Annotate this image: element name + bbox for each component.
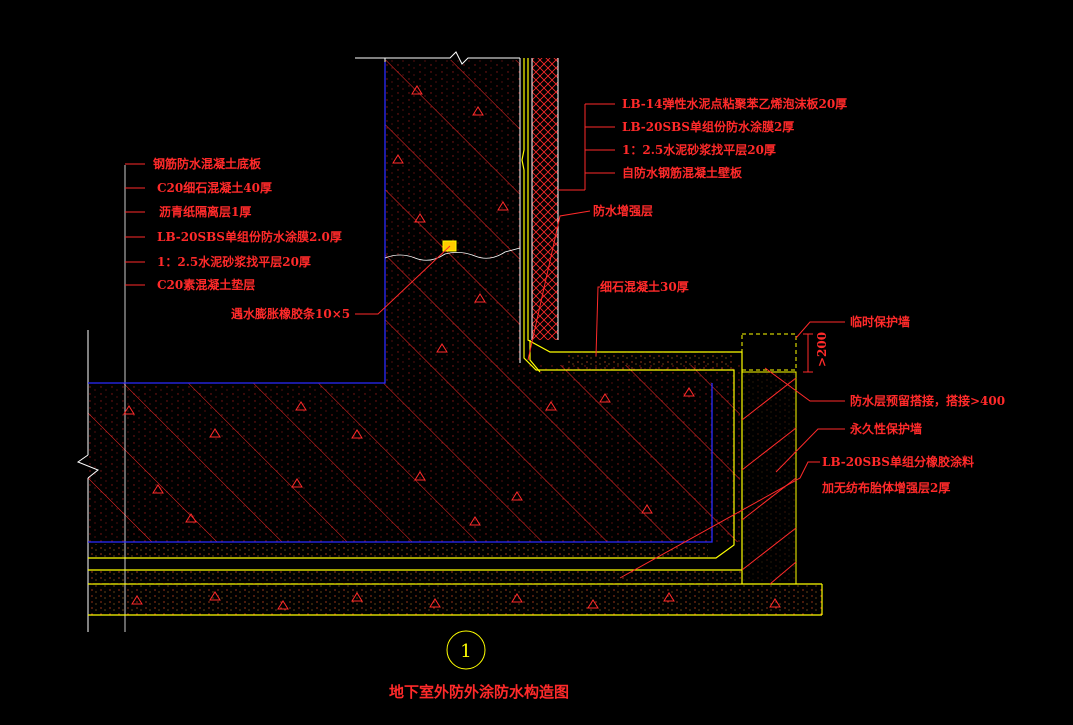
label-sbs-membrane-wall: LB-20SBS单组份防水涂膜2厚 xyxy=(622,119,794,134)
label-overlap: 防水层预留搭接，搭接>400 xyxy=(850,393,1005,408)
cushion-layer xyxy=(88,585,822,615)
fine-concrete-layer xyxy=(566,352,734,370)
concrete-body xyxy=(88,60,740,542)
cushion-aggregate xyxy=(131,591,781,610)
bedding-layer xyxy=(88,570,742,584)
label-fine-concrete-40: C20细石混凝土40厚 xyxy=(157,180,272,195)
leader-lines xyxy=(125,103,845,579)
label-sbs-membrane-floor: LB-20SBS单组份防水涂膜2.0厚 xyxy=(157,229,342,244)
label-water-stop: 遇水膨胀橡胶条10×5 xyxy=(231,306,350,321)
label-screed-floor: 1：2.5水泥砂浆找平层20厚 xyxy=(157,254,311,269)
detail-bubble: 1 xyxy=(446,630,486,670)
label-nonwoven-layer: 加无纺布胎体增强层2厚 xyxy=(821,480,950,495)
insulation-board xyxy=(531,58,559,340)
permanent-protection-wall xyxy=(741,371,797,585)
label-reinforcement-layer: 防水增强层 xyxy=(593,203,653,218)
wall-labels: LB-14弹性水泥点粘聚苯乙烯泡沫板20厚 LB-20SBS单组份防水涂膜2厚 … xyxy=(622,96,847,180)
label-c20-cushion: C20素混凝土垫层 xyxy=(157,277,255,292)
detail-number: 1 xyxy=(460,641,471,662)
right-labels: 临时保护墙 防水层预留搭接，搭接>400 永久性保护墙 LB-20SBS单组分橡… xyxy=(821,314,1005,495)
aggregate-marks xyxy=(123,85,695,526)
label-temporary-wall: 临时保护墙 xyxy=(850,314,910,329)
temporary-protection-wall xyxy=(741,333,797,371)
label-fine-concrete-30: 细石混凝土30厚 xyxy=(600,279,689,294)
drawing-title: 地下室外防外涂防水构造图 xyxy=(389,683,569,701)
dimension-200 xyxy=(803,333,813,373)
label-rubber-coating: LB-20SBS单组分橡胶涂料 xyxy=(822,454,974,469)
blue-boundary xyxy=(88,62,713,543)
construction-joint xyxy=(384,247,521,261)
label-screed-wall: 1：2.5水泥砂浆找平层20厚 xyxy=(622,142,776,157)
label-insulation-board: LB-14弹性水泥点粘聚苯乙烯泡沫板20厚 xyxy=(622,96,847,111)
label-rc-wall: 自防水钢筋混凝土壁板 xyxy=(622,165,743,180)
label-permanent-wall: 永久性保护墙 xyxy=(849,421,922,436)
label-asphalt-paper: 沥青纸隔离层1厚 xyxy=(159,204,251,219)
label-rc-slab: 钢筋防水混凝土底板 xyxy=(153,156,262,171)
left-labels: 钢筋防水混凝土底板 C20细石混凝土40厚 沥青纸隔离层1厚 LB-20SBS单… xyxy=(153,156,342,292)
screed-layer-1 xyxy=(88,544,708,558)
dimension-text: >200 xyxy=(815,332,829,367)
